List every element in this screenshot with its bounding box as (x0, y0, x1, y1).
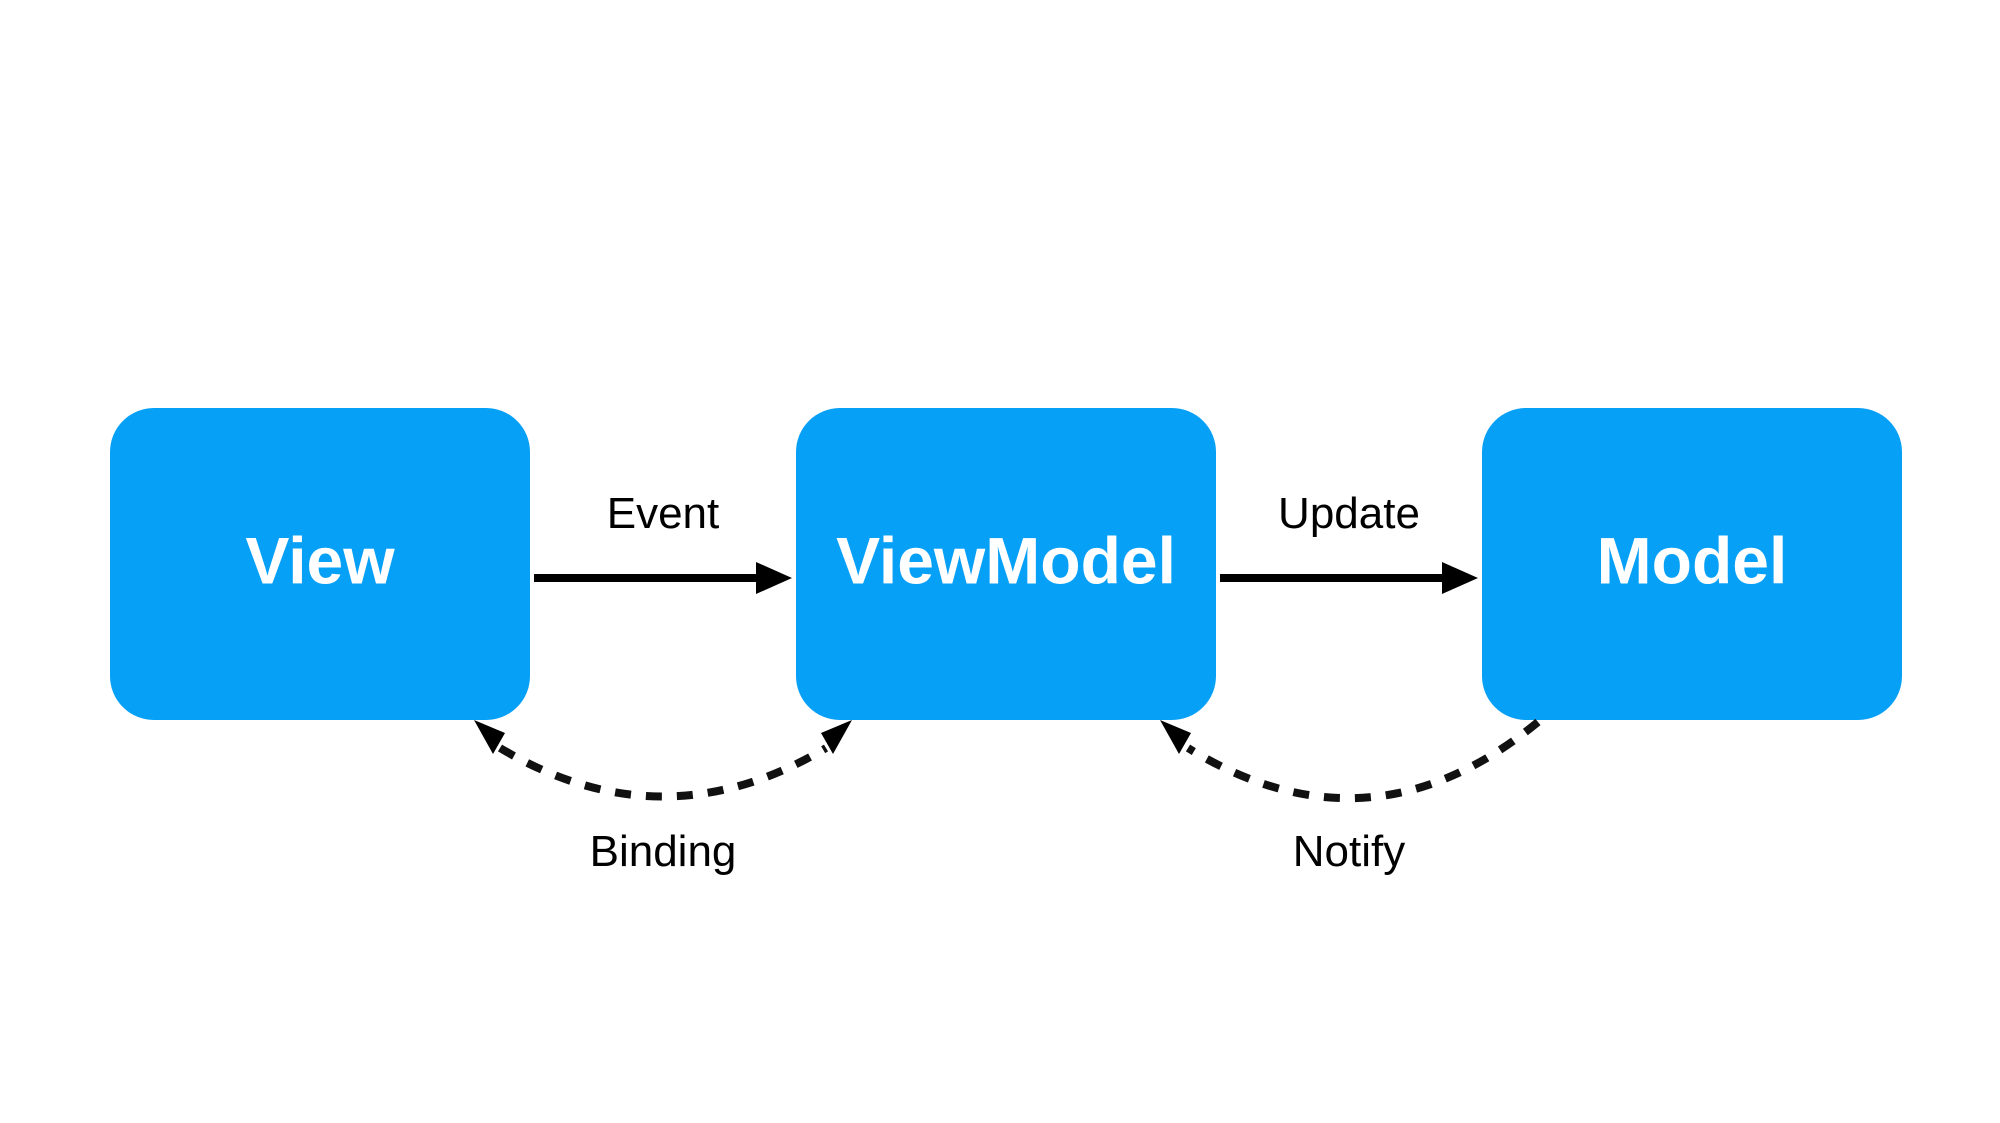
node-view-label: View (245, 523, 395, 597)
node-model-label: Model (1597, 523, 1788, 597)
edge-event-arrowhead (756, 562, 792, 594)
edge-update-arrowhead (1442, 562, 1478, 594)
node-view[interactable]: View (110, 408, 530, 720)
edge-binding-label: Binding (590, 827, 737, 876)
edge-update: Update (1220, 489, 1478, 594)
node-model-box (1482, 408, 1902, 720)
node-model[interactable]: Model (1482, 408, 1902, 720)
edge-binding: Binding (474, 720, 852, 876)
edge-binding-curve (497, 744, 829, 801)
edge-event: Event (534, 489, 792, 594)
node-viewmodel-label: ViewModel (836, 523, 1176, 597)
edge-notify: Notify (1160, 718, 1541, 876)
edge-notify-label: Notify (1293, 827, 1405, 876)
node-view-box (110, 408, 530, 720)
edge-binding-arrowhead-left (474, 720, 505, 754)
edge-update-label: Update (1278, 489, 1420, 538)
node-viewmodel[interactable]: ViewModel (796, 408, 1216, 720)
edge-notify-arrowhead (1160, 720, 1191, 754)
edge-notify-curve (1185, 718, 1541, 803)
edge-binding-arrowhead-right (821, 720, 852, 754)
edge-event-label: Event (607, 489, 720, 538)
node-viewmodel-box (796, 408, 1216, 720)
